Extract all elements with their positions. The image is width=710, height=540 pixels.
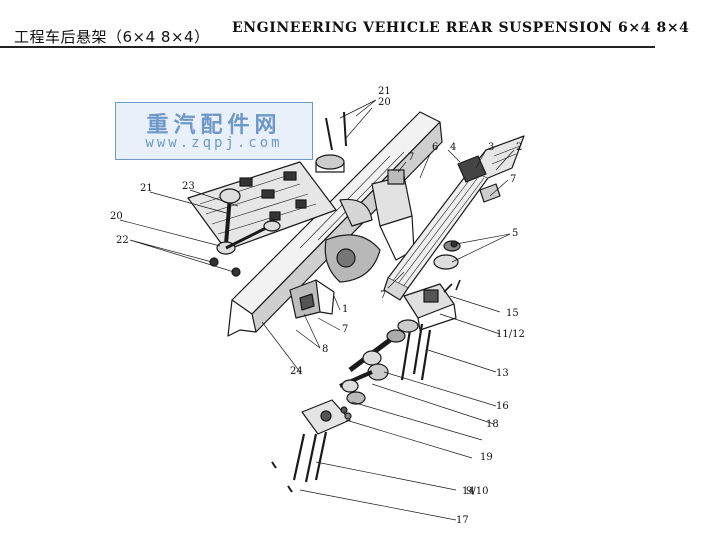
watermark-chinese-text: 重汽配件网 <box>146 113 282 138</box>
page-title-english: ENGINEERING VEHICLE REAR SUSPENSION 6×4 … <box>232 20 690 36</box>
callout-number-2: 2 <box>516 142 522 153</box>
long-bolts <box>271 431 328 493</box>
callout-number-17: 17 <box>456 515 469 526</box>
callout-number-16: 16 <box>496 401 509 412</box>
top-bolts <box>315 111 347 173</box>
callout-number-5: 5 <box>512 228 518 239</box>
callout-number-7: 7 <box>380 290 386 301</box>
callout-number-20: 20 <box>110 211 123 222</box>
page-title-chinese: 工程车后悬架（6×4 8×4） <box>14 28 210 46</box>
callout-number-7: 7 <box>342 324 348 335</box>
callout-number-19: 19 <box>480 452 493 463</box>
page-header: 工程车后悬架（6×4 8×4） ENGINEERING VEHICLE REAR… <box>0 0 710 60</box>
callout-number-1: 1 <box>342 304 348 315</box>
callout-number-18: 18 <box>486 419 499 430</box>
axle-saddle <box>403 279 461 331</box>
trunnion-bracket <box>324 198 381 283</box>
callout-number-3: 3 <box>488 142 494 153</box>
callout-number-7: 7 <box>408 152 414 163</box>
callout-number-14: 14 <box>462 486 475 497</box>
callout-number-4: 4 <box>450 142 456 153</box>
callout-number-13: 13 <box>496 368 509 379</box>
leader-lines <box>119 99 515 521</box>
callout-number-24: 24 <box>290 366 303 377</box>
spring-bracket <box>371 169 415 261</box>
u-bolts <box>386 319 432 381</box>
callout-number-6: 6 <box>432 142 438 153</box>
watermark-stamp: 重汽配件网 www.zqpj.com <box>115 102 313 160</box>
callout-number-9-10: 9/10 <box>466 486 488 497</box>
callout-number-7: 7 <box>510 174 516 185</box>
lower-bracket <box>289 279 335 319</box>
crossmember-plate <box>187 161 337 251</box>
callout-number-23: 23 <box>182 181 195 192</box>
callout-number-21: 21 <box>140 183 153 194</box>
watermark-url-text: www.zqpj.com <box>145 135 283 151</box>
callout-number-8: 8 <box>322 344 328 355</box>
callout-number-20: 20 <box>378 97 391 108</box>
callout-number-21: 21 <box>378 86 391 97</box>
header-rule <box>0 46 655 48</box>
callout-number-15: 15 <box>506 308 519 319</box>
callout-number-11-12: 11/12 <box>496 329 525 340</box>
torque-rod <box>216 188 281 255</box>
clamp-plate <box>301 399 352 435</box>
trunnion-shaft <box>339 338 392 405</box>
callout-number-22: 22 <box>116 235 129 246</box>
